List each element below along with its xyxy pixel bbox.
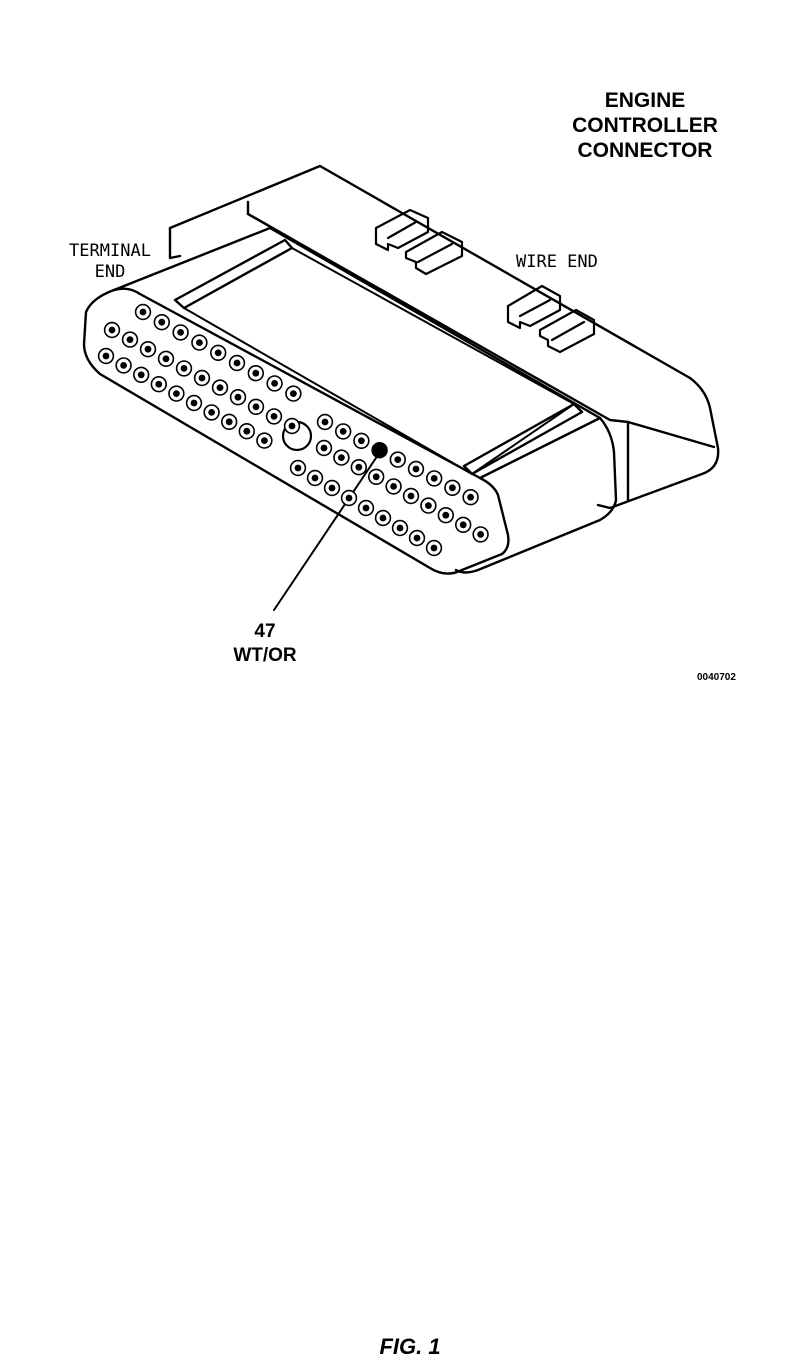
pin-contact [396,524,404,532]
pin-contact [208,409,216,416]
pin-callout: 47 WT/OR [215,620,315,668]
title-line: CONNECTOR [577,139,713,162]
pin-contact [412,465,420,473]
front-face [82,287,510,575]
latch-lower [506,284,596,354]
wire-color: WT/OR [233,645,297,666]
pin-contact [120,362,127,369]
pin-contact [108,326,116,334]
pin-contact [126,336,134,343]
pin-number: 47 [254,621,276,642]
pin-contact [449,484,456,492]
pin-contact [233,359,241,367]
pin-contact [270,413,278,420]
pin-contact [407,492,415,500]
pin-contact [139,308,147,316]
right-side-wall [454,416,618,574]
pin-contact [137,371,145,379]
label-line: TERMINAL [69,241,151,261]
pin-contact [252,369,260,377]
pin-contact [180,365,188,372]
pin-contact [430,475,438,482]
pin-contact [252,403,260,411]
rear-housing-shoulder [246,200,292,240]
pin-contact [311,474,319,482]
pin-contact [288,422,296,430]
diagram-title: ENGINE CONTROLLER CONNECTOR [555,88,735,163]
pin-contact [467,493,474,501]
pin-contact [155,380,163,388]
callout-leader [273,451,381,611]
pin-contact [177,329,185,336]
pin-contact [390,483,397,490]
figure-caption: FIG. 1 [379,1334,441,1359]
pin-contact [339,428,347,435]
pin-contact [413,534,421,542]
pin-contact [358,437,365,445]
pin-contact [328,484,336,492]
pin-contact [225,418,233,426]
pin-contact [162,355,170,363]
pin-contact [261,437,268,444]
rear-housing [168,164,720,510]
pin-contact [477,531,484,538]
pin-contact [425,502,432,509]
drawing-code: 0040702 [697,672,736,683]
label-line: END [94,262,126,282]
pin-contact [234,393,242,401]
terminal-end-label: TERMINAL END [58,241,162,283]
connector-pins [97,303,489,557]
pin-contact [345,494,353,502]
pin-contact [102,352,110,360]
pin-contact [190,399,198,407]
pin-47-cavity [371,442,388,459]
pin-contact [158,318,166,326]
rear-housing-bottom-edge [626,420,716,449]
rear-housing-left-step [168,226,182,260]
pin-contact [362,504,370,512]
pin-contact [372,473,380,481]
top-plate-rail-left [173,238,294,310]
pin-contact [173,390,180,397]
rear-housing-inner [246,212,630,502]
pin-contact [198,374,206,382]
latch-upper [374,208,464,276]
pin-contact [355,463,363,471]
pin-contact [321,418,329,426]
pin-contact [290,390,297,397]
wire-end-label: WIRE END [516,252,598,272]
pin-contact [214,349,222,357]
pin-contact [216,384,224,391]
pin-contact [271,380,278,387]
title-line: ENGINE [604,89,686,112]
title-line: CONTROLLER [572,114,718,137]
pin-contact [243,427,251,435]
pin-contact [442,511,450,519]
pin-contact [144,345,152,353]
pin-contact [196,339,203,346]
top-plate-inner [183,247,575,475]
pin-contact [430,544,438,552]
pin-contact [338,454,345,461]
pin-contact [294,464,302,472]
pin-contact [379,514,387,522]
pin-contact [459,521,467,529]
pin-contact [320,444,328,452]
pin-contact [394,456,402,463]
top-plate [112,226,602,480]
